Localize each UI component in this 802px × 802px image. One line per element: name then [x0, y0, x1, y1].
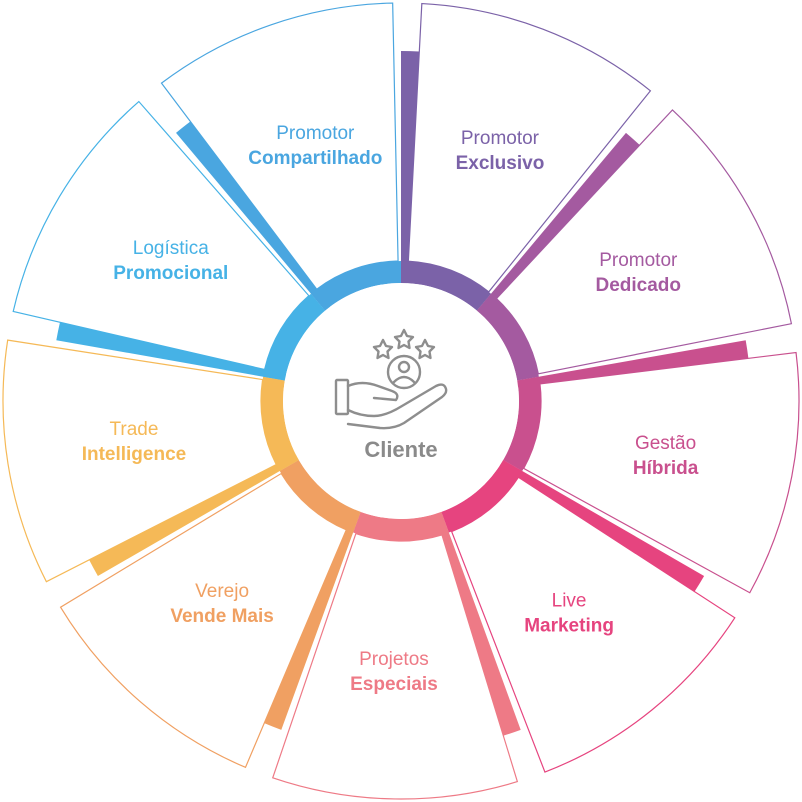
- hub-ring: [261, 261, 541, 541]
- segment-spoke-bar: [431, 498, 521, 736]
- segment-label-line1: Logística: [133, 238, 209, 259]
- hub-ring-arc: [311, 261, 401, 311]
- hub-ring-arc: [476, 293, 539, 381]
- segment-spoke-bar: [56, 322, 300, 383]
- segment-spoke-bar: [488, 453, 705, 592]
- segment-wedge: [59, 472, 348, 769]
- hub-ring-arc: [261, 376, 299, 471]
- hub-ring-arc: [279, 460, 361, 533]
- segment-label-line1: Gestão: [635, 433, 696, 454]
- segment-labels: PromotorExclusivoPromotorDedicadoGestãoH…: [82, 123, 699, 695]
- hub-ring-arc: [353, 511, 449, 541]
- segment-label-line2: Promocional: [113, 263, 228, 284]
- hub-ring-arc: [441, 460, 523, 533]
- hub-ring-arc: [503, 376, 541, 471]
- segment-label-line1: Live: [552, 590, 587, 611]
- segment-spoke-bar: [264, 496, 366, 730]
- center-label: Cliente: [364, 437, 437, 462]
- hub-ring-arc: [401, 261, 491, 311]
- segment-label-line2: Marketing: [524, 615, 614, 636]
- segment-label-line2: Híbrida: [633, 458, 699, 479]
- segment-spoke-bar: [401, 51, 420, 298]
- segment-label-line2: Vende Mais: [170, 606, 274, 627]
- segment-spoke-bar: [467, 132, 640, 325]
- segment-wedge: [271, 532, 519, 800]
- hand-with-person-and-stars-icon: [334, 328, 448, 430]
- segment-label-line1: Promotor: [599, 250, 678, 271]
- center-hub: [283, 283, 519, 519]
- segment-label-line1: Verejo: [195, 581, 249, 602]
- segment-label-line1: Projetos: [359, 649, 429, 670]
- segment-label-line1: Promotor: [461, 128, 540, 149]
- hub-ring-arc: [263, 293, 326, 381]
- segment-label-line2: Intelligence: [82, 444, 187, 465]
- segment-spoke-bar: [503, 340, 749, 389]
- segment-label-line2: Compartilhado: [248, 148, 382, 169]
- segment-label-line1: Promotor: [276, 123, 355, 144]
- segment-label-line2: Dedicado: [596, 275, 682, 296]
- segment-label-line2: Exclusivo: [456, 153, 545, 174]
- segment-wedge: [495, 109, 793, 375]
- segment-spoke-bar: [176, 121, 339, 322]
- segment-spoke-bar: [89, 448, 311, 576]
- segment-label-line1: Trade: [109, 419, 158, 440]
- segment-label-line2: Especiais: [350, 674, 438, 695]
